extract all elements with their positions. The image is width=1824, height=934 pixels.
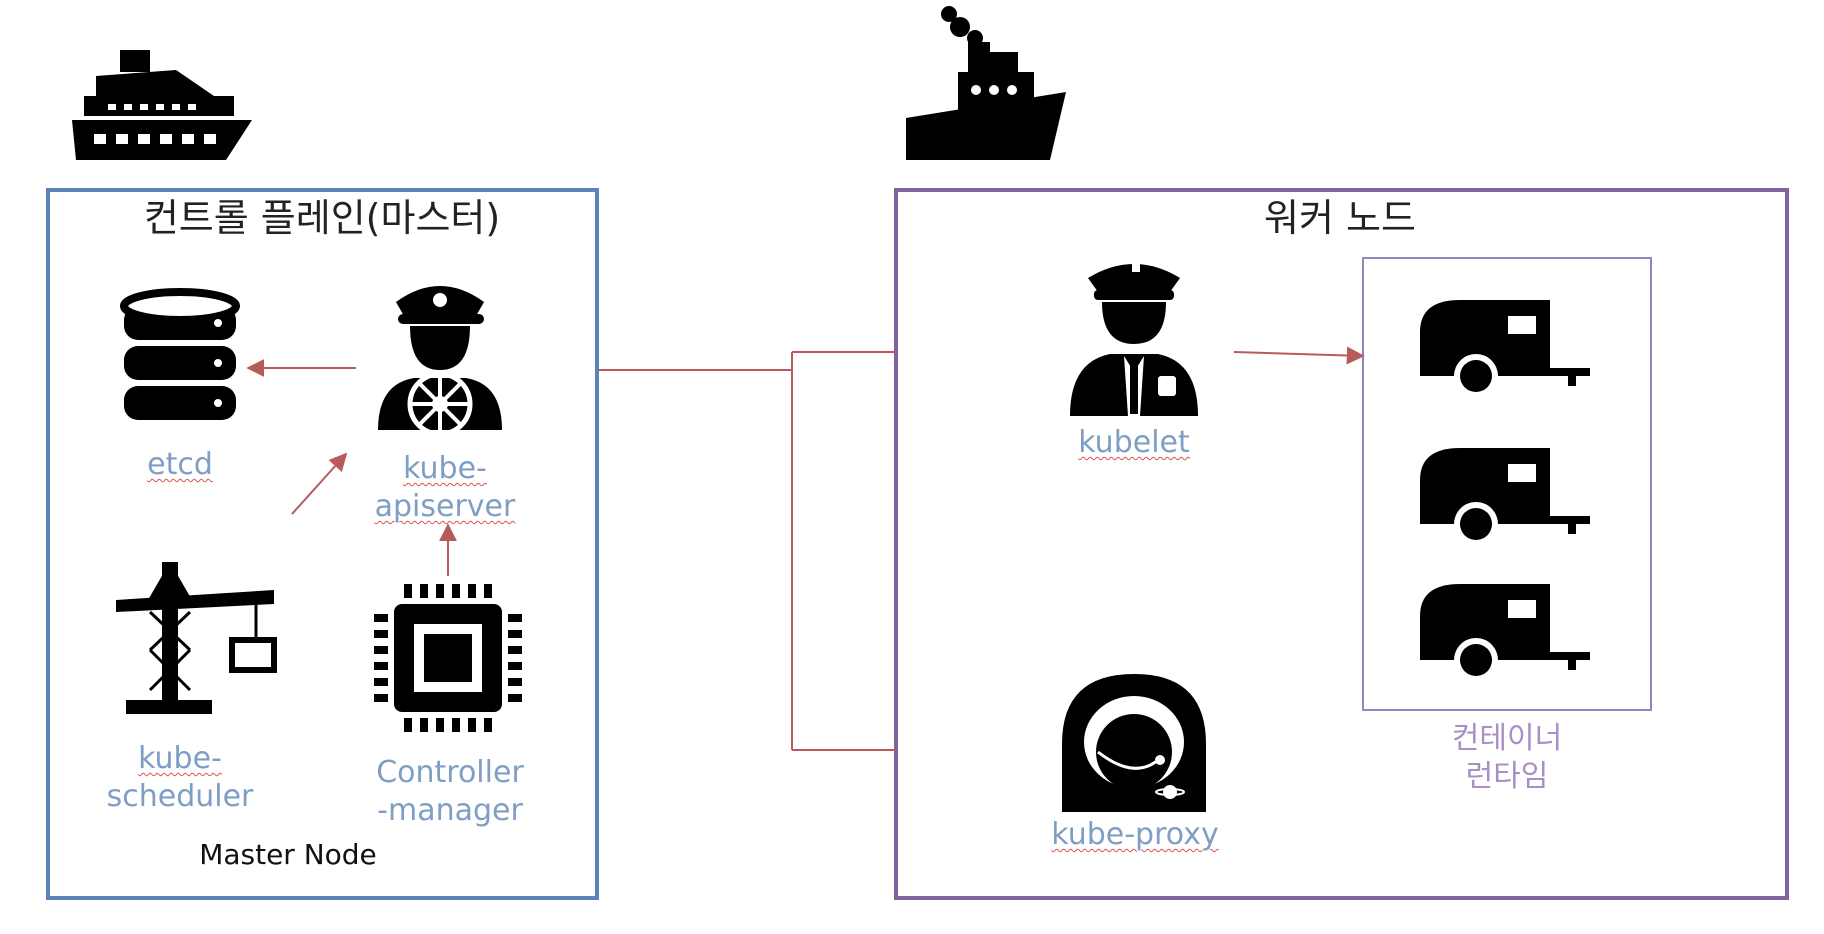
apiserver-label-line1: kube- (403, 451, 487, 486)
chip-icon (374, 584, 522, 732)
kubelet-label: kubelet (1078, 425, 1190, 460)
controller-label: Controller -manager (360, 754, 540, 830)
container-runtime-label-line2: 런타임 (1465, 759, 1549, 794)
control-worker-connector (599, 351, 896, 751)
officer-icon (1070, 264, 1198, 416)
worker-node-title: 워커 노드 (1264, 196, 1416, 240)
etcd-label: etcd (147, 447, 213, 482)
steamship-icon (906, 6, 1066, 160)
crane-icon (116, 562, 277, 714)
apiserver-label: kube- apiserver (370, 450, 520, 526)
worker-node-box (894, 188, 1789, 900)
container-runtime-box (1362, 257, 1652, 711)
scheduler-label-line2: scheduler (106, 779, 254, 814)
container-runtime-label: 컨테이너 런타임 (1417, 720, 1597, 796)
container-runtime-label-line1: 컨테이너 (1451, 721, 1563, 756)
scheduler-label: kube- scheduler (90, 740, 270, 816)
ship-captain-icon (378, 286, 502, 437)
control-plane-box (46, 188, 599, 900)
trailer-icon (1420, 584, 1590, 682)
control-plane-title: 컨트롤 플레인(마스터) (143, 196, 501, 240)
database-icon (120, 288, 240, 420)
trailer-icon (1420, 448, 1590, 546)
scheduler-to-apiserver-arrow (291, 452, 348, 515)
apiserver-label-line2: apiserver (374, 489, 516, 524)
master-node-label: Master Node (199, 838, 377, 871)
controller-label-line2: -manager (377, 793, 523, 828)
scheduler-label-line1: kube- (138, 741, 222, 776)
astronaut-icon (1062, 674, 1206, 812)
trailer-icon (1420, 300, 1590, 398)
kube-proxy-label: kube-proxy (1051, 817, 1219, 852)
kubelet-to-runtime-arrow (1233, 346, 1365, 365)
controller-label-line1: Controller (376, 755, 524, 790)
cruise-ship-icon (72, 50, 252, 160)
